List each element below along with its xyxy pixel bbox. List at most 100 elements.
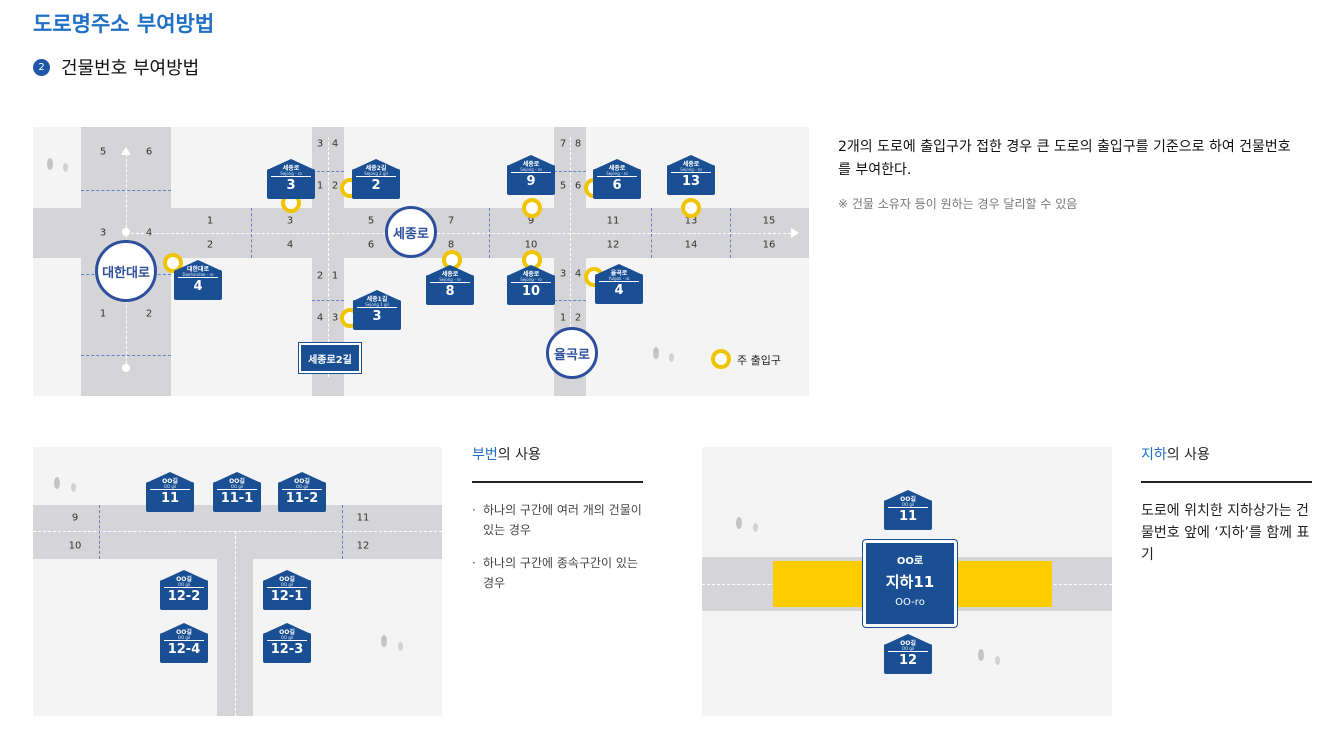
underground-number: 지하11	[885, 573, 935, 591]
plate-roman: Sejong - ro	[520, 167, 542, 172]
road-number: 1	[316, 180, 324, 192]
road-number: 6	[574, 180, 582, 192]
segment-line	[251, 208, 252, 258]
plate-name: OO길	[229, 478, 245, 485]
road-number: 1	[206, 215, 214, 227]
plate-number: 12-1	[270, 589, 304, 604]
road-number: 2	[574, 312, 582, 324]
plate-roman: OO gil	[177, 635, 191, 640]
plate-roof	[263, 570, 311, 581]
segment-line	[554, 171, 586, 172]
plate-number: 11-1	[220, 491, 254, 506]
plate-roof	[146, 472, 194, 483]
segment-line	[342, 505, 343, 559]
plate-number: 11	[898, 509, 918, 524]
building-plate: 세종로 Sejong - ro 8	[426, 265, 474, 305]
section-title-sub-number: 부번의 사용	[472, 444, 541, 464]
plate-roman: Daehandae - ro	[182, 272, 214, 277]
road-number: 8	[574, 138, 582, 150]
plate-line	[282, 489, 322, 490]
plate-body	[884, 644, 932, 674]
plate-name: 세종로	[608, 165, 626, 172]
road-number: 2	[206, 239, 214, 251]
road-number: 12	[606, 239, 620, 251]
plate-line	[178, 277, 218, 278]
plate-roof	[426, 265, 474, 276]
road-number: 3	[559, 268, 567, 280]
road-number: 3	[99, 227, 107, 239]
sub-number-diagram: 9 11 10 12 OO길 OO gil 11 OO길 OO gil 11-1…	[33, 447, 442, 716]
plate-name: 세종2길	[365, 165, 387, 172]
tree-icon	[63, 163, 68, 172]
road-number: 5	[367, 215, 375, 227]
plate-number: 10	[521, 284, 541, 299]
plate-roof	[884, 634, 932, 645]
building-plate: OO길 OO gil 12-4	[160, 623, 208, 663]
road-number: 1	[559, 312, 567, 324]
building-plate: OO길 OO gil 12-3	[263, 623, 311, 663]
plate-body	[278, 482, 326, 512]
plate-number: 11-2	[285, 491, 319, 506]
plate-roof	[160, 623, 208, 634]
underground-plate: OO로 지하11 OO-ro	[863, 540, 957, 627]
plate-line	[430, 282, 470, 283]
subtitle-row: 2 건물번호 부여방법	[33, 54, 199, 80]
tree-icon	[398, 642, 403, 651]
road-number: 1	[331, 270, 339, 282]
road-number: 11	[606, 215, 620, 227]
plate-body	[593, 169, 641, 199]
plate-number: 4	[193, 279, 203, 294]
plate-roof	[353, 290, 401, 301]
description-text: 2개의 도로에 출입구가 접한 경우 큰 도로의 출입구를 기준으로 하여 건물…	[838, 139, 1291, 178]
section-title-highlight: 지하	[1141, 447, 1167, 463]
plate-line	[164, 640, 204, 641]
plate-roman: Sejong 1 gil	[365, 302, 389, 307]
plate-roof	[507, 265, 555, 276]
plate-line	[888, 651, 928, 652]
building-plate: 대한대로 Daehandae - ro 4	[174, 260, 222, 300]
plate-name: OO길	[294, 478, 310, 485]
tree-icon	[995, 656, 1000, 665]
plate-body	[174, 270, 222, 300]
plate-number: 9	[526, 174, 536, 189]
sejong-2gil-label: 세종로2길	[299, 343, 361, 373]
building-plate: 세종로 Sejong - ro 9	[507, 155, 555, 195]
plate-roman: Sejong 2 gil	[364, 171, 388, 176]
plate-roof	[213, 472, 261, 483]
plate-number: 12-2	[167, 589, 201, 604]
plate-roof	[160, 570, 208, 581]
legend-entrance-icon	[711, 349, 731, 369]
plate-name: 세종로	[682, 161, 700, 168]
segment-line	[81, 190, 171, 191]
road-number: 7	[447, 215, 455, 227]
main-address-diagram: 1 5 7 11 15 2 4 6 10 12 14 16 3 9 13 8 5…	[33, 127, 809, 396]
plate-number: 6	[612, 178, 622, 193]
plate-name: OO길	[279, 576, 295, 583]
plate-name: 세종로	[522, 271, 540, 278]
plate-name: 대한대로	[186, 266, 210, 273]
sejong-road-label: 세종로	[385, 206, 437, 258]
sejong-center-line	[126, 233, 796, 234]
description-note: ※ 건물 소유자 등이 원하는 경우 달리할 수 있음	[838, 197, 1078, 211]
plate-body	[884, 500, 932, 530]
section-divider	[472, 481, 643, 483]
building-plate: OO길 OO gil 12	[884, 634, 932, 674]
plate-name: 세종1길	[366, 296, 388, 303]
plate-roof	[884, 490, 932, 501]
road-center-line	[33, 531, 442, 532]
plate-body	[263, 580, 311, 610]
tree-icon	[978, 649, 984, 661]
plate-line	[271, 176, 311, 177]
tree-icon	[736, 517, 742, 529]
road-number: 4	[286, 239, 294, 251]
plate-roman: Sejong - ro	[520, 277, 542, 282]
plate-name: OO길	[900, 640, 916, 647]
building-plate: OO길 OO gil 11-1	[213, 472, 261, 512]
plate-number: 12	[898, 653, 918, 668]
building-plate: OO길 OO gil 11	[146, 472, 194, 512]
plate-name: OO길	[279, 629, 295, 636]
road-number: 4	[316, 312, 324, 324]
building-plate: 세종2길 Sejong 2 gil 2	[352, 159, 400, 199]
plate-roof	[352, 159, 400, 170]
plate-roman: OO gil	[177, 582, 191, 587]
